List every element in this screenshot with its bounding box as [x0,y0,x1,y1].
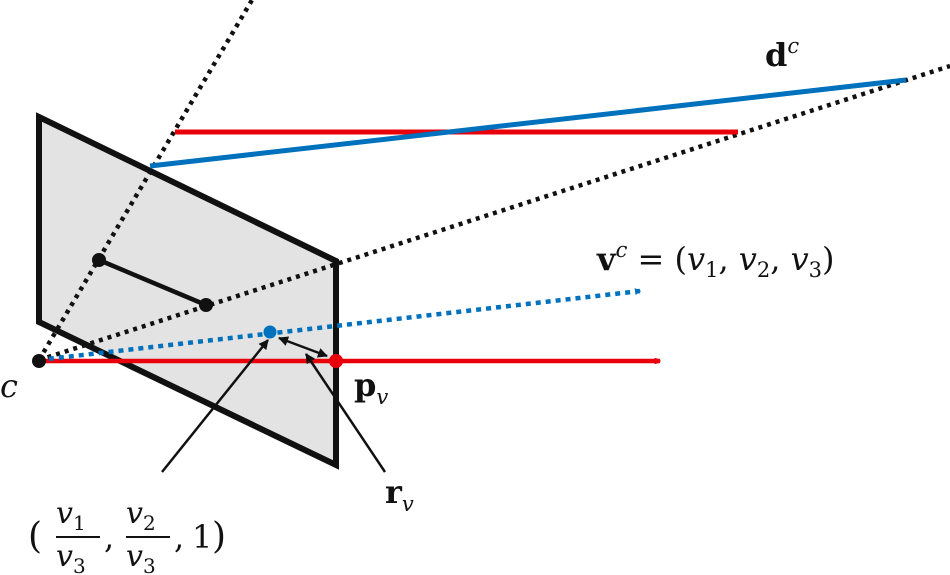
normalized-point [263,325,277,339]
svg-text:v1: v1 [56,496,86,535]
svg-text:1: 1 [192,518,212,556]
residual-double-arrow [278,336,328,358]
svg-text:,: , [104,518,114,556]
label-camera-center: c [0,367,18,405]
projected-endpoint-b [199,298,213,312]
svg-text:): ) [212,516,226,557]
label-ray-vector: vc = (v1, v2, v3) [596,238,835,282]
svg-text:,: , [174,518,184,556]
label-point-pv: pv [354,366,388,409]
label-residual: rv [385,473,414,516]
svg-text:(: ( [28,516,42,557]
projected-endpoint-a [92,253,106,267]
blue-direction-line [149,77,907,169]
camera-center-point [32,354,46,368]
label-direction: dc [765,34,799,74]
residual-pointer [304,353,387,473]
label-normalized-coords: ( v1 v3 , v2 v3 , 1 ) [28,496,226,575]
view-ray-upper [37,0,254,362]
projection-pointer [161,339,269,473]
projected-segment [98,257,207,308]
svg-text:v3: v3 [126,539,156,575]
point-pv [329,354,343,368]
image-plane [36,112,339,470]
blue-ray-arrow [38,291,640,363]
view-ray-lower [38,63,950,363]
svg-text:v2: v2 [126,496,156,535]
svg-text:v3: v3 [56,539,86,575]
